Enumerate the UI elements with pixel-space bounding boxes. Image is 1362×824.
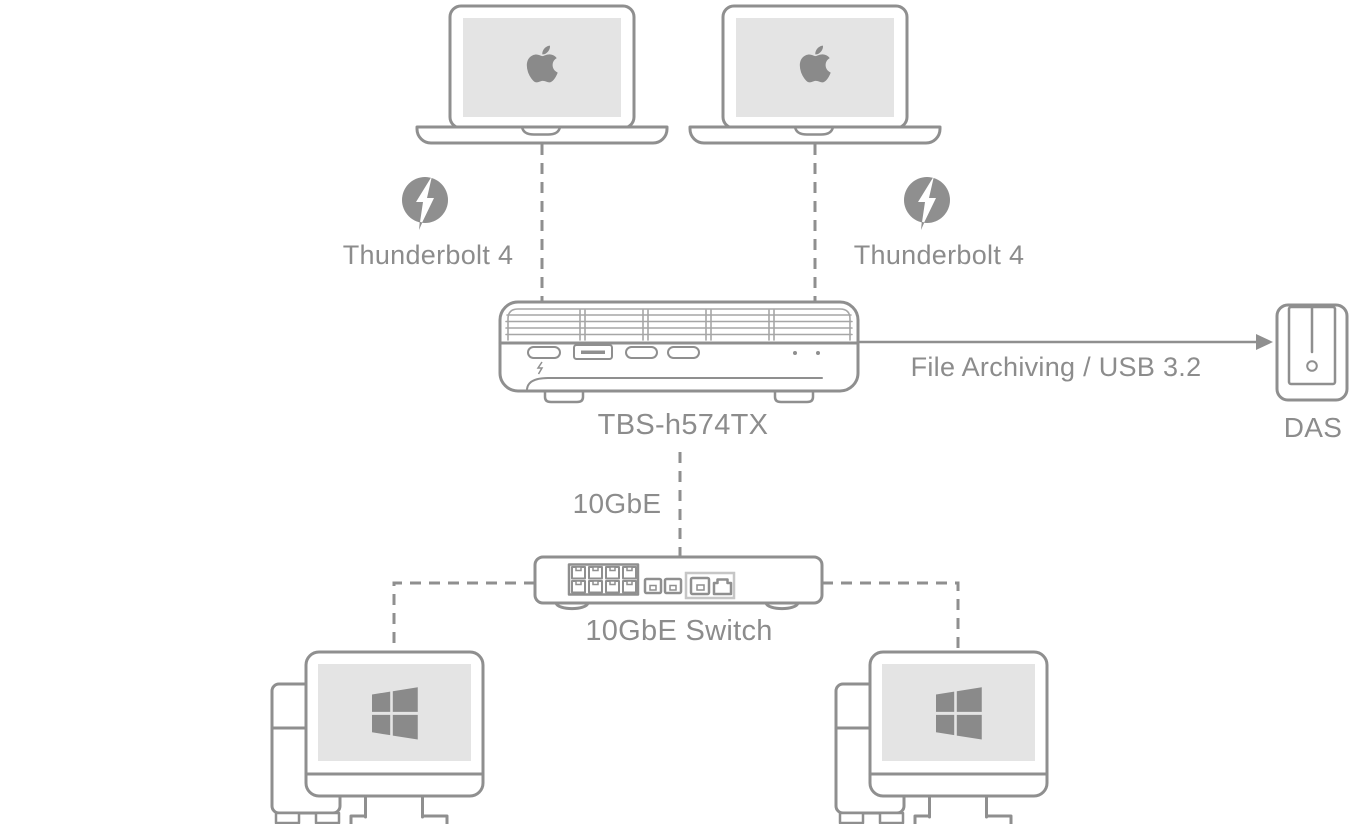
led-indicator	[816, 351, 820, 355]
nas-foot	[773, 389, 815, 404]
link-switch-pc-right	[822, 581, 960, 651]
led-indicator	[793, 351, 797, 355]
switch-foot	[554, 601, 590, 611]
windows-pc-right	[834, 650, 1049, 824]
thunderbolt-label-left: Thunderbolt 4	[342, 240, 514, 270]
thunderbolt-port-bolt-icon	[536, 361, 544, 375]
link-nas-das-arrow	[858, 334, 1273, 350]
switch-device	[533, 555, 824, 611]
link-switch-pc-left	[392, 581, 535, 651]
usb-port	[573, 344, 613, 360]
nas-model-label: TBS-h574TX	[597, 409, 769, 441]
nas-device	[498, 300, 860, 404]
port-3	[625, 346, 658, 359]
uplink-10gbe-label: 10GbE	[572, 488, 662, 519]
nas-vents	[505, 308, 853, 341]
switch-rj45-block	[567, 563, 640, 596]
switch-foot	[764, 601, 800, 611]
thunderbolt-label-right: Thunderbolt 4	[853, 240, 1025, 270]
das-device	[1275, 303, 1349, 402]
arrowhead-icon	[1256, 334, 1273, 350]
switch-label: 10GbE Switch	[585, 615, 773, 647]
nas-foot	[543, 389, 585, 404]
nas-front-ports	[527, 344, 820, 375]
mac-laptop-right	[688, 4, 942, 145]
mac-laptop-left	[415, 4, 669, 145]
switch-10gbe-port-group	[684, 571, 736, 600]
port-4	[667, 346, 700, 359]
thunderbolt-port	[527, 346, 561, 359]
das-label: DAS	[1283, 412, 1343, 443]
connection-lines	[392, 144, 1273, 651]
thunderbolt-icon-left	[402, 176, 448, 230]
rj45-silhouette	[712, 578, 733, 596]
thunderbolt-icon-right	[904, 176, 950, 230]
file-archiving-label: File Archiving / USB 3.2	[910, 352, 1202, 382]
switch-sfp-ports	[643, 577, 683, 595]
windows-pc-left	[270, 650, 485, 824]
